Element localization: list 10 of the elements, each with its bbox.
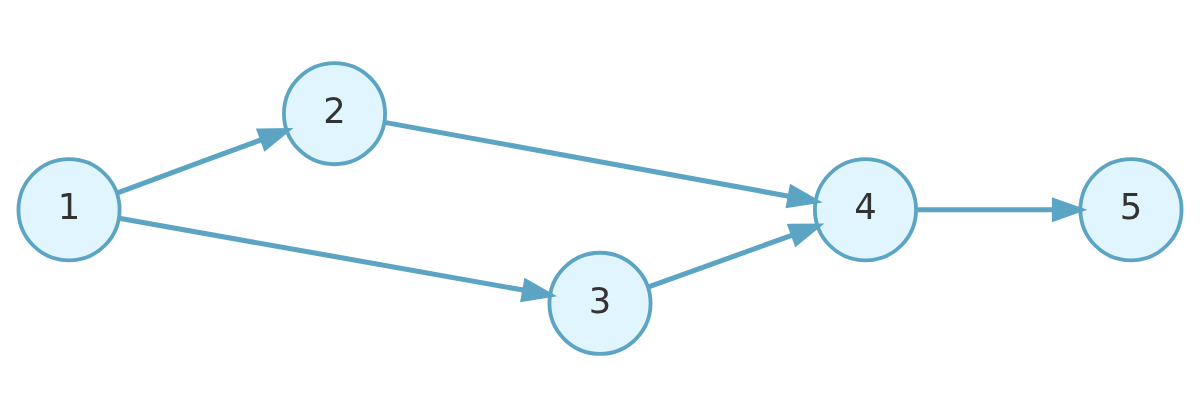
node-circle: 4 [813,156,918,262]
node-circle: 1 [16,156,122,262]
arrow [116,127,294,195]
node-circle: 5 [1078,156,1184,262]
node-circle: 2 [282,60,387,166]
arrow [647,223,825,289]
arrow [917,196,1088,222]
node-circle: 3 [547,250,653,356]
arrow [118,215,558,302]
arrow [384,119,823,208]
